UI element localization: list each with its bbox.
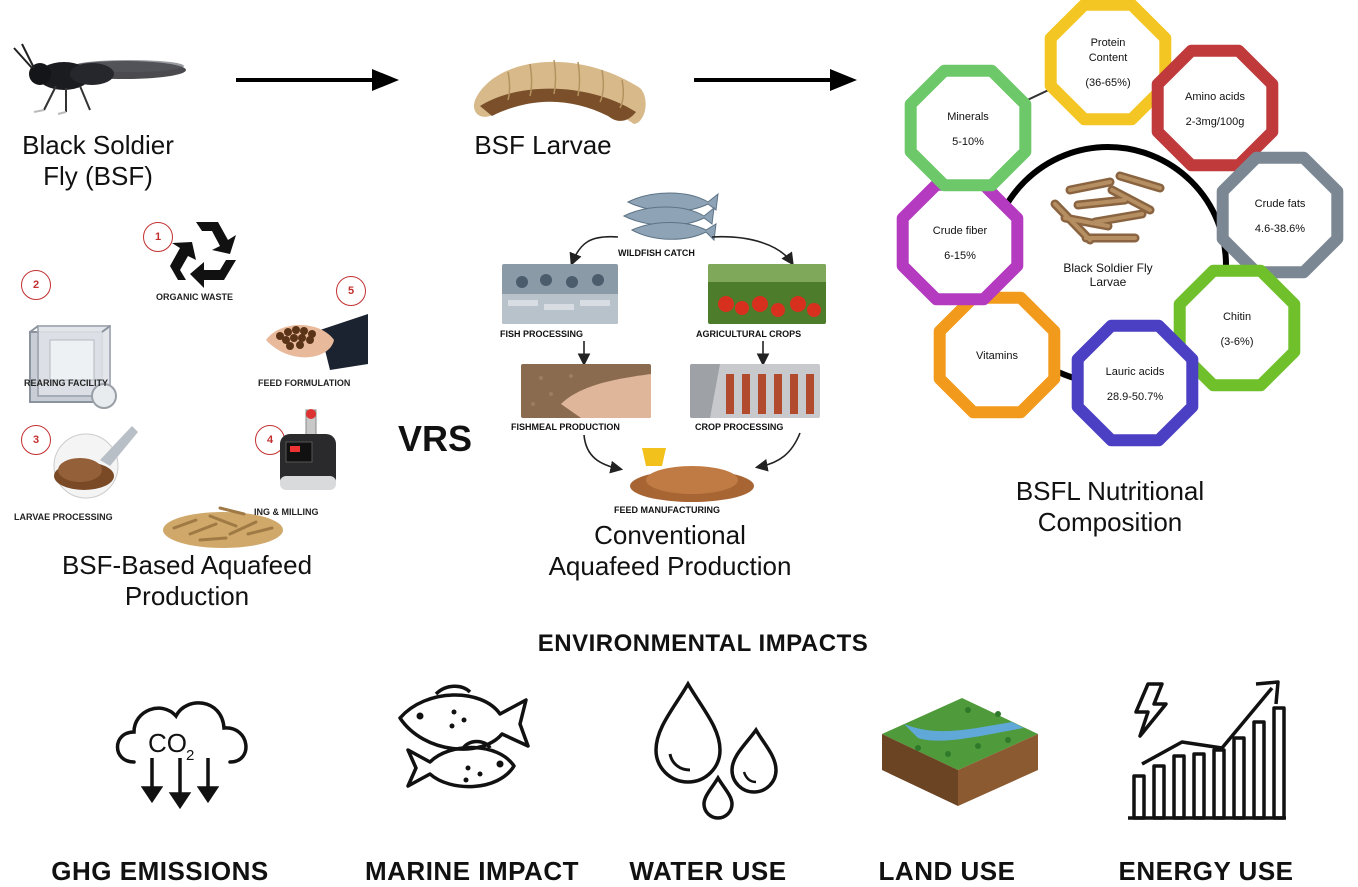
nutrient-amino-acids-line1: Amino acids <box>1185 91 1245 103</box>
nutrient-crude-fiber-line1: Crude fiber <box>933 225 988 237</box>
environmental-impacts-heading: ENVIRONMENTAL IMPACTS <box>537 630 869 657</box>
larvae-processing-image <box>40 420 144 505</box>
arrow-right-icon <box>236 66 400 99</box>
nutrition-title: BSFL Nutritional Composition <box>960 476 1260 538</box>
recycle-icon <box>166 216 248 293</box>
nutrient-protein-content-value: (36-65%) <box>1085 77 1130 89</box>
fish-icon <box>396 680 536 825</box>
fishmeal-production-image <box>521 364 651 418</box>
co2-subscript: 2 <box>186 747 194 764</box>
co2-cloud-icon: CO 2 <box>104 688 258 817</box>
nutrient-vitamins-line1: Vitamins <box>976 350 1018 362</box>
water-use-label: WATER USE <box>629 856 787 886</box>
larvae-processing-label: LARVAE PROCESSING <box>14 512 113 522</box>
wildfish-image <box>622 190 720 247</box>
grinding-milling-machine-image <box>276 406 340 501</box>
bsf-production-title-line2: Production <box>124 581 250 611</box>
nutrition-title-line2: Composition <box>1037 507 1183 537</box>
conventional-title-line2: Aquafeed Production <box>548 551 792 581</box>
bsf-label: Black Soldier Fly (BSF) <box>0 130 196 192</box>
fish-processing-label: FISH PROCESSING <box>500 329 584 339</box>
nutrient-node-crude-fats <box>1216 151 1344 279</box>
nutrient-crude-fiber-value: 6-15% <box>944 250 976 262</box>
center-label-line2: Larvae <box>1090 275 1127 289</box>
crop-processing-image <box>690 364 820 418</box>
conventional-flow-arrows <box>569 235 801 474</box>
nutrient-node-minerals <box>904 64 1032 192</box>
wildfish-catch-label: WILDFISH CATCH <box>618 248 695 258</box>
larvae-pile-image <box>160 494 286 553</box>
energy-use-label: ENERGY USE <box>1118 856 1294 886</box>
agricultural-crops-image <box>708 264 826 324</box>
nutrient-lauric-acids-line1: Lauric acids <box>1106 366 1165 378</box>
bsf-production-title: BSF-Based Aquafeed Production <box>20 550 354 612</box>
land-tile-icon <box>878 688 1042 823</box>
step-number-1: 1 <box>143 222 173 252</box>
step-number-3: 3 <box>21 425 51 455</box>
nutrient-minerals-line1: Minerals <box>947 111 989 123</box>
black-soldier-fly-image <box>4 38 194 118</box>
nutrient-lauric-acids-value: 28.9-50.7% <box>1107 391 1163 403</box>
conventional-title-line1: Conventional <box>594 520 746 550</box>
fishmeal-production-label: FISHMEAL PRODUCTION <box>511 422 620 432</box>
nutrient-amino-acids-value: 2-3mg/100g <box>1186 116 1245 128</box>
nutrient-node-amino-acids <box>1151 44 1279 172</box>
bsf-larvae-image <box>468 42 658 134</box>
rearing-facility-label: REARING FACILITY <box>24 378 109 388</box>
bsf-label-line2: Fly (BSF) <box>43 161 153 191</box>
agricultural-crops-label: AGRICULTURAL CROPS <box>696 329 802 339</box>
step-number-2: 2 <box>21 270 51 300</box>
organic-waste-label: ORGANIC WASTE <box>156 292 234 302</box>
fish-processing-image <box>502 264 618 324</box>
nutrient-protein-content-line1: Protein <box>1091 37 1126 49</box>
center-larvae-image <box>1050 171 1165 245</box>
nutrient-node-protein-content <box>1044 0 1172 126</box>
feed-manufacturing-label: FEED MANUFACTURING <box>614 505 720 515</box>
bsf-larvae-label: BSF Larvae <box>474 130 612 160</box>
nutrient-minerals-value: 5-10% <box>952 136 984 148</box>
nutrient-crude-fats-value: 4.6-38.6% <box>1255 223 1305 235</box>
nutrient-chitin-line1: Chitin <box>1223 311 1251 323</box>
grinding-milling-label: ING & MILLING <box>254 507 319 517</box>
energy-chart-icon <box>1122 674 1292 829</box>
water-drops-icon <box>652 678 792 827</box>
conventional-title: Conventional Aquafeed Production <box>500 520 840 582</box>
nutrition-title-line1: BSFL Nutritional <box>1015 476 1205 506</box>
nutrient-node-crude-fiber <box>896 178 1024 306</box>
nutrient-crude-fats-line1: Crude fats <box>1255 198 1306 210</box>
land-use-label: LAND USE <box>878 856 1016 886</box>
marine-impact-label: MARINE IMPACT <box>364 856 579 886</box>
co2-text: CO <box>148 728 187 758</box>
bsf-production-title-line1: BSF-Based Aquafeed <box>61 550 313 580</box>
center-label-line1: Black Soldier Fly <box>1063 261 1152 275</box>
nutrient-protein-content-line2: Content <box>1089 52 1128 64</box>
nutrient-node-chitin <box>1173 264 1301 392</box>
nutrient-chitin-value: (3-6%) <box>1220 336 1253 348</box>
nutrient-node-vitamins <box>933 291 1061 419</box>
crop-processing-label: CROP PROCESSING <box>695 422 784 432</box>
feed-formulation-label: FEED FORMULATION <box>258 378 351 388</box>
step-number-5: 5 <box>336 276 366 306</box>
nutrient-node-lauric-acids <box>1071 319 1199 447</box>
feed-formulation-image <box>260 300 368 377</box>
rearing-facility-image <box>24 322 124 419</box>
vrs-label: VRS <box>398 418 473 459</box>
feed-manufacturing-image <box>622 444 756 509</box>
bsf-label-line1: Black Soldier <box>22 130 174 160</box>
arrow-right-icon <box>694 66 858 99</box>
ghg-emissions-label: GHG EMISSIONS <box>51 856 269 886</box>
